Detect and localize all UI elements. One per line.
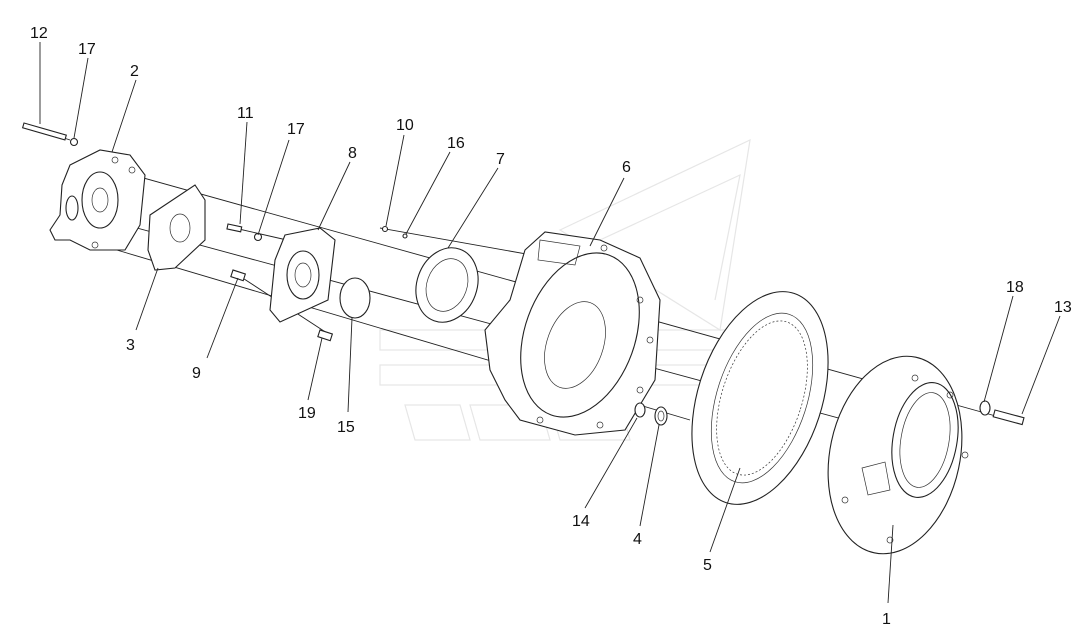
part-16-washer — [402, 233, 408, 239]
label-11: 11 — [237, 105, 254, 122]
label-4: 4 — [633, 531, 642, 548]
part-6-main-housing — [484, 231, 661, 436]
part-3-gasket-plate — [147, 184, 206, 271]
label-9: 9 — [192, 365, 201, 382]
label-18: 18 — [1006, 279, 1024, 296]
label-10: 10 — [396, 117, 414, 134]
part-14-ring — [634, 402, 646, 418]
label-15: 15 — [337, 419, 355, 436]
part-5-ring-gear — [691, 291, 829, 505]
part-13-bolt — [992, 409, 1025, 426]
part-7-seal-plate — [415, 247, 479, 323]
label-2: 2 — [130, 63, 139, 80]
label-12: 12 — [30, 25, 48, 42]
part-17-washer-a — [69, 137, 79, 147]
part-10-screw — [381, 225, 389, 233]
part-1-end-cover — [827, 355, 969, 555]
part-19-pin — [317, 329, 334, 342]
leader-lines — [39, 42, 1061, 604]
part-17-washer-b — [253, 232, 263, 242]
part-12-bolt — [21, 122, 67, 141]
label-13: 13 — [1054, 299, 1072, 316]
label-14: 14 — [572, 513, 590, 530]
part-8-flange — [269, 227, 336, 323]
label-7: 7 — [496, 151, 505, 168]
label-3: 3 — [126, 337, 135, 354]
part-11-bolt — [226, 223, 243, 233]
part-2-end-cover — [49, 149, 146, 251]
label-19: 19 — [298, 405, 316, 422]
label-5: 5 — [703, 557, 712, 574]
part-4-bushing — [654, 406, 668, 426]
part-15-o-ring — [339, 277, 371, 319]
label-16: 16 — [447, 135, 465, 152]
label-6: 6 — [622, 159, 631, 176]
label-17b: 17 — [287, 121, 305, 138]
label-17a: 17 — [78, 41, 96, 58]
part-labels: 12 17 2 3 9 11 17 8 19 15 10 16 7 6 14 4… — [30, 25, 1072, 628]
label-8: 8 — [348, 145, 357, 162]
label-1: 1 — [882, 611, 891, 628]
part-9-pin — [230, 269, 247, 282]
part-18-washer — [979, 400, 991, 416]
